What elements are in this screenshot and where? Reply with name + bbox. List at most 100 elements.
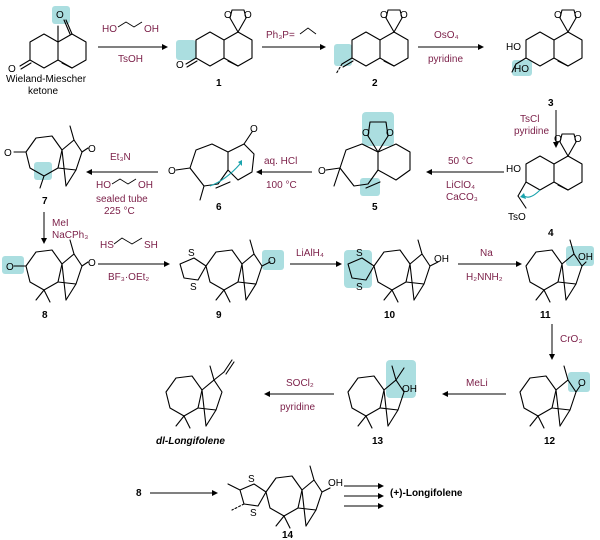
arrow-step6	[256, 169, 312, 175]
c4-o-a: O	[554, 134, 562, 145]
label-1: 1	[216, 78, 222, 89]
arrow-8-to-14	[150, 490, 218, 496]
arrow-14-to-plus-longifolene	[344, 483, 384, 509]
c3-ho-bottom: HO	[514, 64, 529, 75]
compound-10-structure: S S OH	[344, 239, 449, 303]
reagent-step1-ho: HO	[102, 24, 117, 35]
reagent-step7-sealed: sealed tube	[96, 194, 148, 205]
reagent-step5-caco3: CaCO₃	[446, 192, 478, 203]
reagent-step4-tscl: TsCl	[520, 114, 539, 125]
c10-oh: OH	[434, 254, 449, 265]
c9-oxygen: O	[268, 256, 276, 267]
label-4: 4	[548, 228, 554, 239]
c8-oxygen-left: O	[6, 262, 14, 273]
c2-o-b: O	[400, 10, 408, 21]
compound-2-structure: O O	[334, 9, 409, 75]
label-13: 13	[372, 436, 384, 447]
c7-oxygen-left: O	[4, 148, 12, 159]
reagent-step2: Ph₃P=	[266, 30, 295, 41]
label-12: 12	[544, 436, 556, 447]
arrow-step14	[264, 391, 334, 397]
arrow-step1	[98, 44, 168, 50]
arrow-step9	[98, 261, 170, 267]
compound-4-structure: HO TsO O O	[506, 133, 583, 223]
label-5: 5	[372, 202, 378, 213]
arrow-step7	[86, 169, 158, 175]
reagent-step7-et3n: Et₃N	[110, 152, 131, 163]
arrow-step3	[418, 44, 484, 50]
arrow-step8	[41, 212, 47, 244]
reagent-step9-sh: SH	[144, 240, 158, 251]
c14-s-a: S	[248, 474, 255, 485]
arrow-step5	[426, 169, 504, 175]
reagent-step7-temp: 225 °C	[104, 206, 135, 217]
label-10: 10	[384, 310, 396, 321]
reagent-step14-socl2: SOCl₂	[286, 378, 314, 389]
reagent-step5-liclo4: LiClO₄	[446, 180, 475, 191]
c13-oh: OH	[402, 384, 417, 395]
c6-oxygen-left: O	[168, 166, 176, 177]
reagent-step13: MeLi	[466, 378, 488, 389]
compound-7-structure: O O	[4, 125, 96, 189]
arrow-step10	[290, 261, 342, 267]
reagent-step8-nacph3: NaCPh₃	[52, 230, 88, 241]
c4-ho: HO	[506, 164, 521, 175]
c7-oxygen-right: O	[88, 144, 96, 155]
label-8-bottom: 8	[136, 488, 142, 499]
compound-9-structure: S S O	[179, 239, 284, 303]
compound-8-structure: O O	[2, 239, 96, 303]
c3-o-a: O	[554, 10, 562, 21]
reagent-step7-ho: HO	[96, 180, 111, 191]
label-3: 3	[548, 98, 554, 109]
dl-longifolene-structure	[165, 359, 235, 429]
compound-1-structure: O O O	[176, 9, 253, 71]
label-2: 2	[372, 78, 378, 89]
c5-oxygen: O	[318, 166, 326, 177]
reagent-step6-hcl: aq. HCl	[264, 156, 297, 167]
c8-oxygen-right: O	[88, 258, 96, 269]
wm-oxygen-top: O	[56, 10, 64, 21]
reagent-step1-tsoh: TsOH	[118, 54, 143, 65]
c14-s-b: S	[250, 508, 257, 519]
compound-11-structure: OH	[525, 239, 594, 303]
reagent-step6-temp: 100 °C	[266, 180, 297, 191]
reagent-step9-bf3: BF₃·OEt₂	[108, 272, 149, 283]
reagent-step9-hs: HS	[100, 240, 114, 251]
product-dl-longifolene: dl-Longifolene	[156, 436, 225, 447]
c4-o-b: O	[574, 134, 582, 145]
reagent-step5-temp: 50 °C	[448, 156, 473, 167]
compound-6-structure: O O	[168, 124, 258, 201]
label-9: 9	[216, 310, 222, 321]
c11-oh: OH	[578, 252, 593, 263]
reagent-step3-oso4: OsO₄	[434, 30, 459, 41]
arrow-step13	[442, 391, 506, 397]
reagent-step4-pyridine: pyridine	[514, 126, 549, 137]
arrow-step12	[549, 324, 555, 360]
c12-oxygen: O	[578, 378, 586, 389]
label-11: 11	[540, 310, 551, 321]
c3-ho-top: HO	[506, 42, 521, 53]
compound-13-structure: OH	[347, 360, 417, 429]
wm-oxygen-left: O	[8, 64, 16, 75]
reagent-step12: CrO₃	[560, 334, 582, 345]
arrow-step11	[458, 261, 522, 267]
label-6: 6	[216, 202, 222, 213]
c1-o-b: O	[244, 10, 252, 21]
c10-s-a: S	[356, 248, 363, 259]
c2-o-a: O	[380, 10, 388, 21]
label-8: 8	[42, 310, 48, 321]
wm-name-line2: ketone	[28, 86, 58, 97]
reagent-step1-oh: OH	[144, 24, 159, 35]
c1-o-a: O	[224, 10, 232, 21]
reagent-step14-pyridine: pyridine	[280, 402, 315, 413]
reagent-step11-na: Na	[480, 248, 493, 259]
compound-3-structure: HO HO O O	[506, 9, 583, 76]
reagent-step10: LiAlH₄	[296, 248, 324, 259]
c5-o-a: O	[362, 128, 370, 139]
reagent-step11-hydrazine: H₂NNH₂	[466, 272, 503, 283]
c3-o-b: O	[574, 10, 582, 21]
compound-5-structure: O O O	[318, 112, 411, 196]
label-14: 14	[282, 530, 294, 540]
c10-s-b: S	[356, 282, 363, 293]
